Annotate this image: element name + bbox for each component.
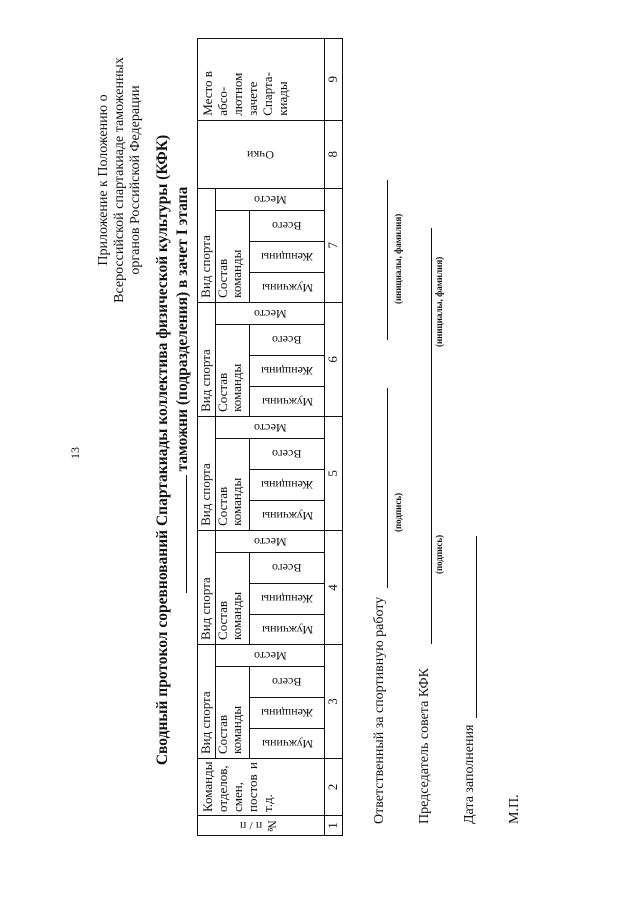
responsible-name-line xyxy=(387,180,388,340)
total-header: Всего xyxy=(249,438,325,470)
date-label: Дата заполнения xyxy=(462,724,477,824)
men-header: Мужчины xyxy=(249,728,325,759)
men-header: Мужчины xyxy=(249,614,325,645)
abs-place-line: абсо- xyxy=(215,86,230,116)
column-number: 3 xyxy=(324,644,343,759)
teams-header-line: смен, xyxy=(230,782,245,812)
teams-header-line: отделов, xyxy=(215,765,230,812)
place-header: Место xyxy=(215,188,325,211)
column-number: 6 xyxy=(324,302,343,417)
column-number: 9 xyxy=(324,38,343,121)
chairman-signature-line xyxy=(431,424,432,644)
total-header: Всего xyxy=(249,324,325,356)
stamp-place: М.П. xyxy=(507,794,522,824)
chairman-label: Председатель совета КФК xyxy=(417,668,432,824)
column-number: 5 xyxy=(324,416,343,531)
sport-header-5: Вид спорта xyxy=(197,188,216,303)
abs-place-line: Спарта- xyxy=(260,72,275,116)
total-header: Всего xyxy=(249,210,325,242)
name-caption: (инициалы, фамилия) xyxy=(393,213,403,304)
document-title: Сводный протокол соревнований Спартакиад… xyxy=(154,134,171,766)
signature-caption: (подпись) xyxy=(393,492,403,532)
protocol-table: № п / п Команды отделов, смен, постов и … xyxy=(197,38,343,836)
abs-place-line: лютном xyxy=(230,72,245,116)
teams-header-line: постов и xyxy=(245,762,260,812)
subtitle-text: таможни (подразделения) в зачет I этапа xyxy=(174,186,191,472)
responsible-signature-line xyxy=(387,388,388,588)
signature-caption: (подпись) xyxy=(434,534,444,574)
place-header: Место xyxy=(215,302,325,325)
column-number: 2 xyxy=(324,758,343,816)
appendix-line: органов Российской Федерации xyxy=(128,85,143,275)
name-caption: (инициалы, фамилия) xyxy=(434,256,444,347)
men-header: Мужчины xyxy=(249,386,325,417)
abs-place-line: Место в xyxy=(200,71,215,116)
place-header: Место xyxy=(215,530,325,553)
place-header: Место xyxy=(215,644,325,667)
abs-place-line: зачете xyxy=(245,81,260,116)
points-header-text: Очки xyxy=(247,147,275,162)
page-number: 13 xyxy=(68,447,82,459)
number-header-text: № п / п xyxy=(239,819,280,833)
responsible-label: Ответственный за спортивную работу xyxy=(372,596,387,824)
appendix-note: Приложение к Положению о Всероссийской с… xyxy=(96,20,144,340)
women-header: Женщины xyxy=(249,469,325,501)
column-number: 7 xyxy=(324,188,343,303)
points-header: Очки xyxy=(197,120,325,189)
appendix-line: Всероссийской спартакиаде таможенных xyxy=(112,57,127,303)
column-number: 1 xyxy=(324,815,343,836)
date-line xyxy=(476,536,477,718)
teams-header-line: т.д. xyxy=(260,794,275,812)
women-header: Женщины xyxy=(249,583,325,615)
chairman-name-line xyxy=(431,228,432,428)
number-header: № п / п xyxy=(197,815,325,836)
teams-header: Команды отделов, смен, постов и т.д. xyxy=(197,758,325,816)
men-header: Мужчины xyxy=(249,272,325,303)
document-subtitle: таможни (подразделения) в зачет I этапа xyxy=(174,130,192,650)
teams-header-line: Команды xyxy=(200,761,215,813)
appendix-line: Приложение к Положению о xyxy=(96,94,111,266)
total-header: Всего xyxy=(249,666,325,698)
women-header: Женщины xyxy=(249,241,325,273)
abs-place-line: киады xyxy=(275,81,290,116)
sport-header-1: Вид спорта xyxy=(197,644,216,759)
blank-line xyxy=(174,475,187,594)
women-header: Женщины xyxy=(249,697,325,729)
sport-header-3: Вид спорта xyxy=(197,416,216,531)
women-header: Женщины xyxy=(249,355,325,387)
column-number: 4 xyxy=(324,530,343,645)
column-number: 8 xyxy=(324,120,343,189)
sport-header-2: Вид спорта xyxy=(197,530,216,645)
abs-place-header: Место в абсо- лютном зачете Спарта- киад… xyxy=(197,38,325,121)
total-header: Всего xyxy=(249,552,325,584)
men-header: Мужчины xyxy=(249,500,325,531)
place-header: Место xyxy=(215,416,325,439)
sport-header-4: Вид спорта xyxy=(197,302,216,417)
